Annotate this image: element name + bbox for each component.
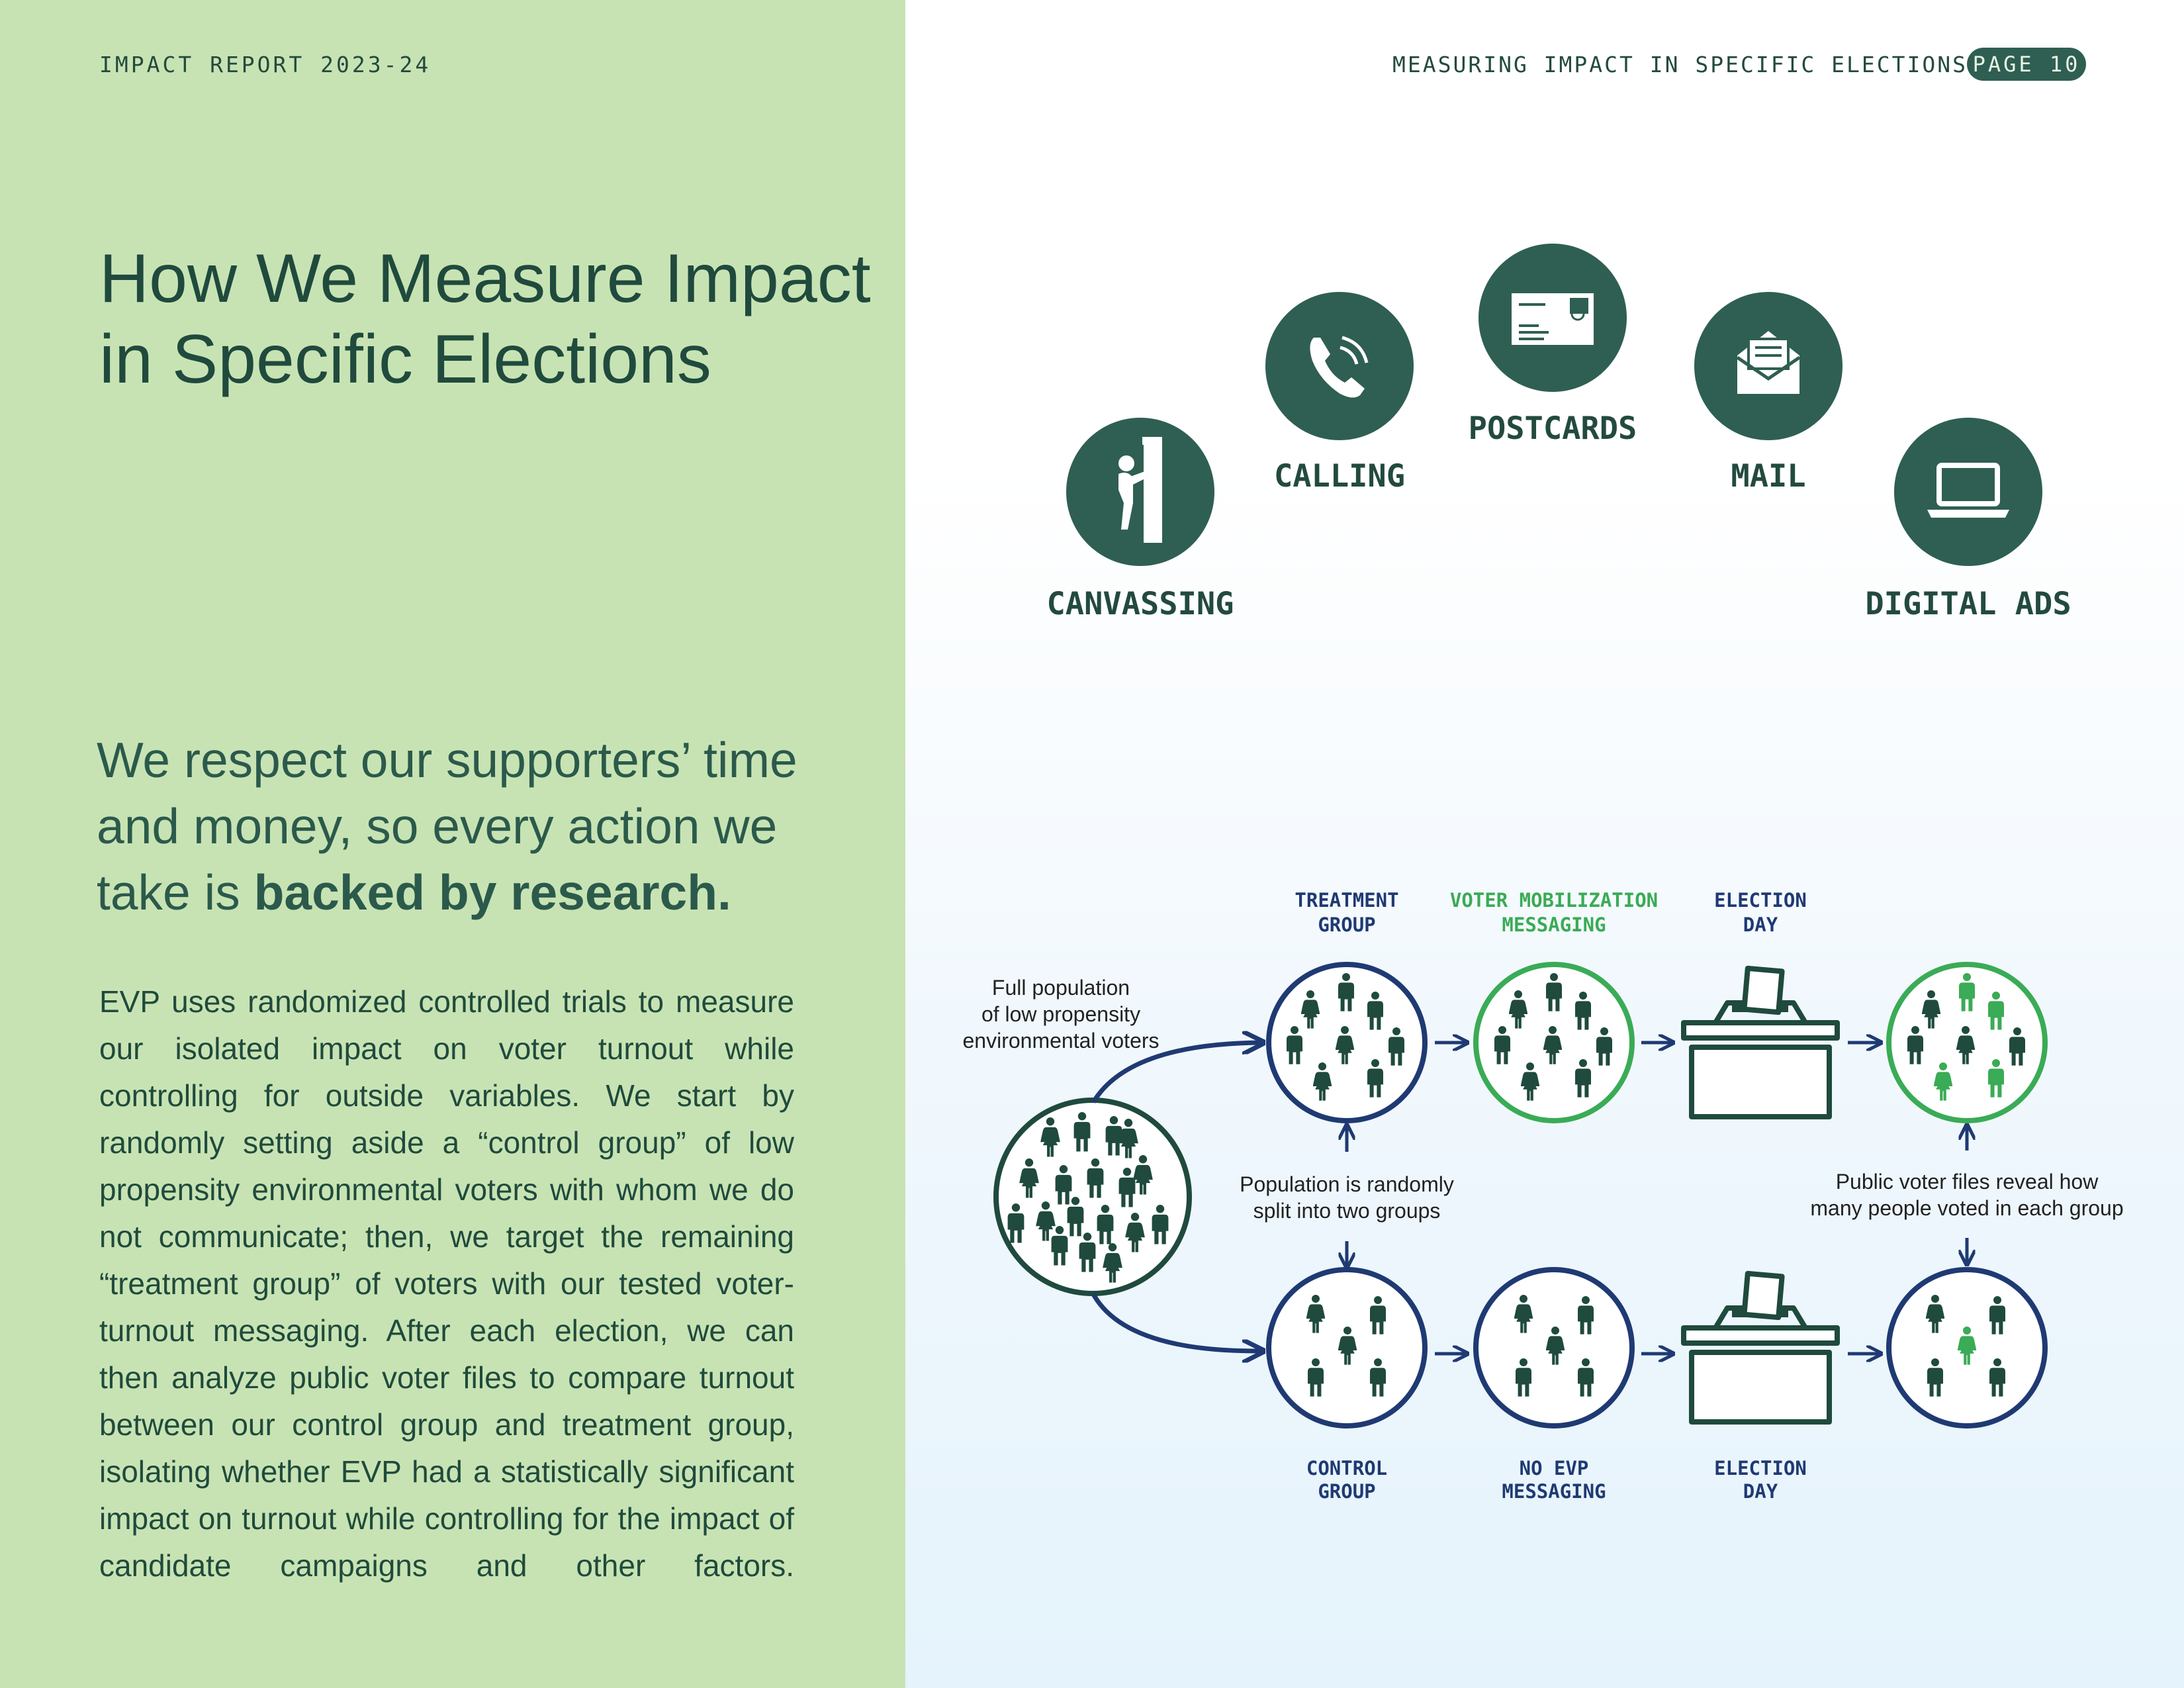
left-panel bbox=[0, 0, 905, 1688]
full-population-label: Full population of low propensity enviro… bbox=[962, 976, 1159, 1053]
svg-text:MESSAGING: MESSAGING bbox=[1502, 1480, 1606, 1503]
arrow-to-control bbox=[1091, 1293, 1261, 1351]
channel-mail: MAIL bbox=[1694, 292, 1843, 494]
svg-text:DAY: DAY bbox=[1743, 1480, 1778, 1503]
ballot-box-icon bbox=[1681, 965, 1840, 1119]
reveal-note: Public voter files reveal how many peopl… bbox=[1810, 1170, 2123, 1220]
page-title-line1: How We Measure Impact bbox=[99, 240, 871, 317]
channel-calling: CALLING bbox=[1265, 292, 1414, 494]
channel-digital-ads: DIGITAL ADS bbox=[1865, 418, 2071, 622]
arrow-to-treatment bbox=[1091, 1043, 1261, 1103]
svg-text:VOTER MOBILIZATION: VOTER MOBILIZATION bbox=[1450, 889, 1658, 912]
page-badge: PAGE 10 bbox=[1967, 48, 2086, 81]
election-day-label-top: ELECTION DAY bbox=[1714, 889, 1807, 936]
postcard-icon bbox=[1512, 293, 1594, 345]
channel-label: MAIL bbox=[1731, 458, 1805, 494]
channel-label: POSTCARDS bbox=[1469, 410, 1637, 447]
no-messaging-label: NO EVP MESSAGING bbox=[1502, 1457, 1606, 1503]
mobilization-messaging-label: VOTER MOBILIZATION MESSAGING bbox=[1450, 889, 1658, 936]
laptop-icon bbox=[1927, 463, 2009, 518]
channel-label: CALLING bbox=[1274, 458, 1405, 494]
body-paragraph: EVP uses randomized controlled trials to… bbox=[99, 984, 794, 1583]
svg-text:NO EVP: NO EVP bbox=[1520, 1457, 1589, 1479]
channel-canvassing: CANVASSING bbox=[1047, 418, 1234, 622]
svg-text:GROUP: GROUP bbox=[1318, 1480, 1375, 1503]
phone-icon bbox=[1310, 336, 1369, 398]
no-messaging-circle bbox=[1473, 1267, 1635, 1429]
svg-text:Population is randomly: Population is randomly bbox=[1240, 1172, 1454, 1196]
mobilization-messaging-circle bbox=[1473, 962, 1635, 1123]
svg-text:DAY: DAY bbox=[1743, 914, 1778, 936]
control-group-circle bbox=[1266, 1267, 1428, 1429]
svg-text:many people voted in each grou: many people voted in each group bbox=[1810, 1196, 2123, 1220]
control-result-circle bbox=[1886, 1267, 2048, 1429]
svg-text:CONTROL: CONTROL bbox=[1306, 1457, 1387, 1479]
channel-label: CANVASSING bbox=[1047, 586, 1234, 622]
tagline-text: We respect our supporters’ time and mone… bbox=[97, 732, 797, 920]
channel-postcards: POSTCARDS bbox=[1469, 244, 1637, 447]
svg-text:ELECTION: ELECTION bbox=[1714, 889, 1807, 912]
page-title: How We Measure Impact in Specific Electi… bbox=[99, 238, 880, 400]
page-title-line2: in Specific Elections bbox=[99, 321, 711, 398]
split-note: Population is randomly split into two gr… bbox=[1240, 1172, 1454, 1223]
tagline-emphasis: backed by research. bbox=[253, 865, 731, 920]
envelope-icon bbox=[1736, 331, 1801, 394]
svg-text:environmental voters: environmental voters bbox=[962, 1029, 1159, 1053]
door-knock-icon bbox=[1118, 437, 1162, 543]
svg-text:TREATMENT: TREATMENT bbox=[1295, 889, 1398, 912]
tagline: We respect our supporters’ time and mone… bbox=[97, 727, 838, 925]
treatment-group-label: TREATMENT GROUP bbox=[1295, 889, 1398, 936]
report-label: IMPACT REPORT 2023-24 bbox=[99, 52, 432, 77]
svg-text:split into two groups: split into two groups bbox=[1253, 1199, 1441, 1223]
svg-text:GROUP: GROUP bbox=[1318, 914, 1375, 936]
section-label: MEASURING IMPACT IN SPECIFIC ELECTIONS bbox=[1392, 52, 1968, 77]
svg-text:ELECTION: ELECTION bbox=[1714, 1457, 1807, 1479]
full-population-circle bbox=[993, 1098, 1192, 1296]
channel-beams bbox=[1206, 498, 1899, 855]
treatment-group-circle bbox=[1266, 962, 1428, 1123]
svg-text:MESSAGING: MESSAGING bbox=[1502, 914, 1606, 936]
svg-text:Public voter files reveal how: Public voter files reveal how bbox=[1836, 1170, 2099, 1194]
ballot-box-icon bbox=[1681, 1270, 1840, 1425]
election-day-label-bottom: ELECTION DAY bbox=[1714, 1457, 1807, 1503]
svg-text:of low propensity: of low propensity bbox=[981, 1002, 1140, 1026]
svg-text:Full population: Full population bbox=[992, 976, 1130, 1000]
control-group-label: CONTROL GROUP bbox=[1306, 1457, 1387, 1503]
treatment-result-circle bbox=[1886, 962, 2048, 1123]
channel-label: DIGITAL ADS bbox=[1865, 586, 2071, 622]
